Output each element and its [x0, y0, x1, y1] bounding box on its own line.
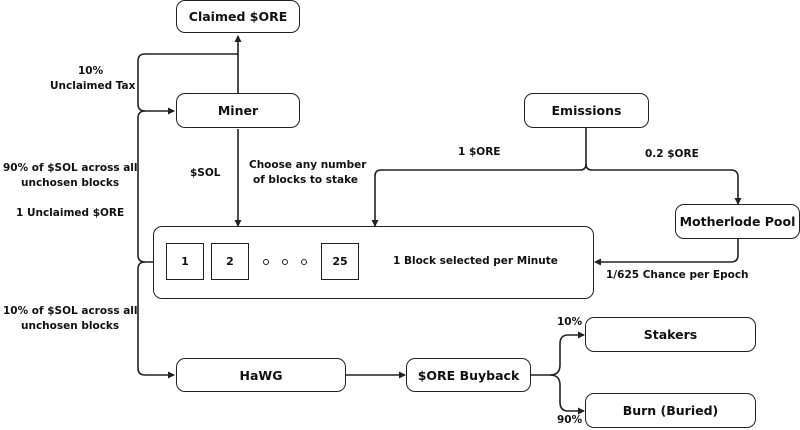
label-stakers-pct: 10%: [557, 316, 583, 328]
arrow-board-to-hawg: [137, 261, 175, 379]
node-stakers-label: Stakers: [643, 327, 698, 342]
arrow-buyback-to-stakers: [531, 331, 585, 376]
arrow-motherlode-to-board: [594, 238, 739, 266]
node-emissions-label: Emissions: [551, 103, 622, 118]
node-claimed-ore-label: Claimed $ORE: [188, 9, 288, 24]
block-1-label: 1: [181, 255, 189, 268]
node-hawg: HaWG: [176, 358, 346, 392]
label-burn-pct: 90%: [557, 414, 583, 426]
label-tax-pct: 10%: [78, 65, 104, 77]
node-motherlode-pool-label: Motherlode Pool: [679, 214, 796, 229]
node-motherlode-pool: Motherlode Pool: [675, 204, 800, 239]
label-ten-sol-line2: unchosen blocks: [21, 320, 120, 332]
arrow-buyback-to-burn: [549, 374, 585, 415]
ellipsis-dot: [301, 259, 307, 265]
node-emissions: Emissions: [524, 93, 649, 128]
node-ore-buyback-label: $ORE Buyback: [417, 367, 520, 383]
block-2-label: 2: [226, 255, 234, 268]
node-burn-label: Burn (Buried): [622, 403, 719, 418]
label-unclaimed-ore: 1 Unclaimed $ORE: [16, 207, 125, 219]
label-motherlode-chance: 1/625 Chance per Epoch: [606, 269, 749, 281]
label-one-ore: 1 $ORE: [458, 146, 501, 158]
board-caption: 1 Block selected per Minute: [393, 255, 558, 267]
label-point-two-ore: 0.2 $ORE: [645, 148, 699, 160]
node-claimed-ore: Claimed $ORE: [176, 0, 300, 33]
block-2: 2: [211, 243, 249, 280]
label-unclaimed-tax: Unclaimed Tax: [50, 80, 136, 92]
node-hawg-label: HaWG: [239, 367, 283, 383]
label-choose-line2: of blocks to stake: [253, 174, 358, 186]
block-25-label: 25: [332, 255, 348, 268]
block-25: 25: [321, 243, 359, 280]
ellipsis-dot: [263, 259, 269, 265]
label-sol: $SOL: [190, 167, 221, 179]
label-choose-line1: Choose any number: [249, 159, 367, 171]
node-burn: Burn (Buried): [585, 393, 756, 428]
block-1: 1: [166, 243, 204, 280]
label-ten-sol-line1: 10% of $SOL across all: [3, 305, 138, 317]
arrow-emissions-to-board: [371, 127, 587, 227]
arrow-emissions-to-motherlode: [585, 163, 742, 205]
label-ninety-sol-line2: unchosen blocks: [21, 177, 120, 189]
ellipsis-dot: [282, 259, 288, 265]
node-miner-label: Miner: [217, 103, 259, 118]
node-miner: Miner: [176, 93, 300, 128]
label-ninety-sol-line1: 90% of $SOL across all: [3, 162, 138, 174]
node-stakers: Stakers: [585, 317, 756, 352]
node-ore-buyback: $ORE Buyback: [406, 358, 531, 392]
